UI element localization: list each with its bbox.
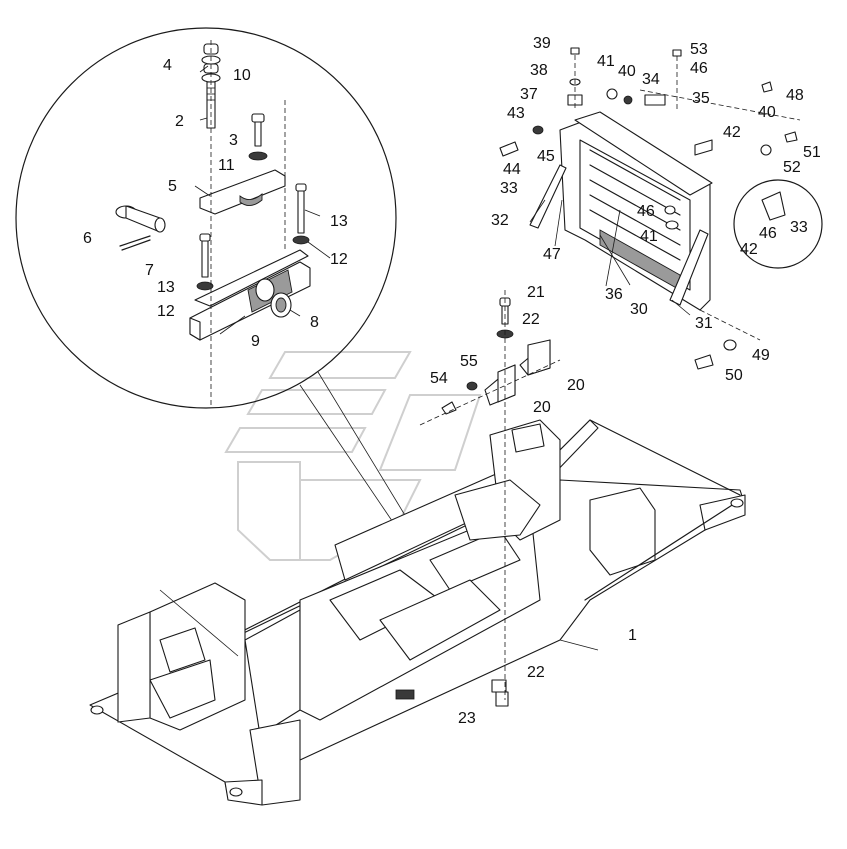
callout-40-right: 40 [758,104,776,121]
callout-12-lower: 12 [157,303,175,320]
callout-38: 38 [530,62,548,79]
callout-33-inset: 33 [790,219,808,236]
callout-13: 13 [330,213,348,230]
callout-48: 48 [786,87,804,104]
callout-22-bottom: 22 [527,664,545,681]
callout-49: 49 [752,347,770,364]
callout-52: 52 [783,159,801,176]
callout-2: 2 [175,113,184,130]
callout-21: 21 [527,284,545,301]
bracket-assembly-center [419,290,561,700]
callout-46-inset: 46 [759,225,777,242]
detail-circle [15,27,421,541]
callout-35: 35 [692,90,710,107]
callout-30: 30 [630,301,648,318]
callout-6: 6 [83,230,92,247]
callout-1: 1 [628,627,637,644]
callout-31: 31 [695,315,713,332]
callout-12: 12 [330,251,348,268]
callout-5: 5 [168,178,177,195]
callout-37: 37 [520,86,538,103]
callout-46: 46 [690,60,708,77]
callout-53: 53 [690,41,708,58]
callout-11: 11 [218,157,235,174]
cooler-assembly [499,47,823,370]
callout-20-lower: 20 [533,399,551,416]
callout-labels: 39 53 38 41 40 34 46 37 43 35 48 40 44 4… [83,35,821,727]
callout-9: 9 [251,333,260,350]
callout-13-lower: 13 [157,279,175,296]
callout-41: 41 [597,53,615,70]
callout-45: 45 [537,148,555,165]
callout-41-mid: 41 [640,228,658,245]
callout-43: 43 [507,105,525,122]
callout-3: 3 [229,132,238,149]
callout-42-inset: 42 [740,241,758,258]
callout-22: 22 [522,311,540,328]
callout-23: 23 [458,710,476,727]
callout-42: 42 [723,124,741,141]
callout-39: 39 [533,35,551,52]
callout-10: 10 [233,67,251,84]
callout-46-mid: 46 [637,203,655,220]
callout-54: 54 [430,370,448,387]
callout-50: 50 [725,367,743,384]
callout-8: 8 [310,314,319,331]
callout-32: 32 [491,212,509,229]
callout-55: 55 [460,353,478,370]
callout-7: 7 [145,262,154,279]
callout-34: 34 [642,71,660,88]
callout-51: 51 [803,144,821,161]
callout-36: 36 [605,286,623,303]
callout-33: 33 [500,180,518,197]
callout-47: 47 [543,246,561,263]
callout-40: 40 [618,63,636,80]
detail-parts [115,40,311,408]
frame-assembly [89,419,746,806]
callout-4: 4 [163,57,172,74]
leader-lines [159,65,691,657]
callout-20: 20 [567,377,585,394]
callout-44: 44 [503,161,521,178]
